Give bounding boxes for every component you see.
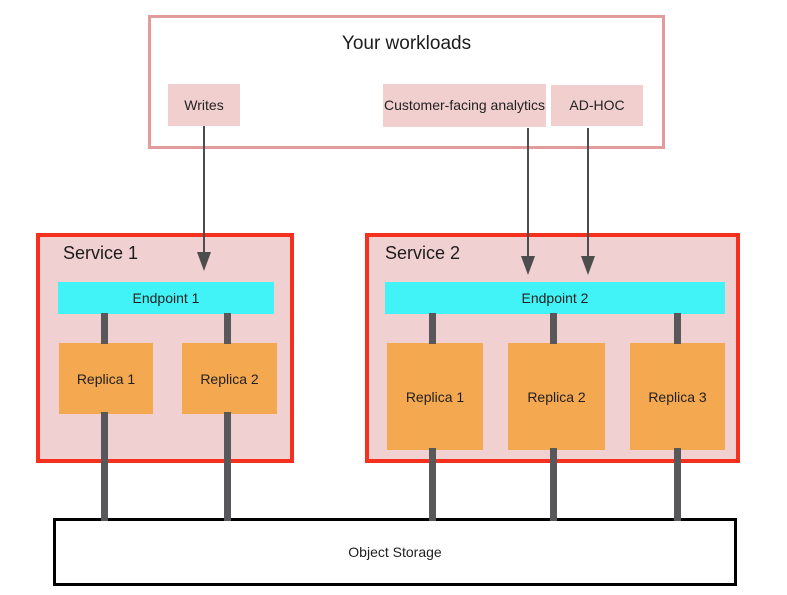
service-2-endpoint-label: Endpoint 2 (521, 290, 589, 306)
connector-s1-replica1-storage (101, 412, 108, 521)
service-1-endpoint: Endpoint 1 (58, 282, 274, 314)
connector-s2-replica3-storage (674, 448, 681, 521)
connector-s1-endpoint-replica1 (101, 313, 108, 344)
service-1-replica-2-label: Replica 2 (200, 370, 259, 387)
connector-s2-replica2-storage (550, 448, 557, 521)
object-storage-label: Object Storage (348, 544, 442, 560)
workload-chip-writes: Writes (168, 84, 240, 126)
your-workloads-title: Your workloads (341, 33, 472, 54)
workload-chip-ad-hoc: AD-HOC (551, 85, 643, 126)
workload-chip-customer-facing-analytics-label: Customer-facing analytics (383, 97, 546, 113)
connector-s2-endpoint-replica2 (550, 313, 557, 344)
service-2-endpoint: Endpoint 2 (385, 282, 725, 314)
connector-s2-endpoint-replica1 (429, 313, 436, 344)
service-1-replica-2: Replica 2 (182, 343, 277, 414)
connector-s1-replica2-storage (224, 412, 231, 521)
service-2-label: Service 2 (385, 243, 461, 263)
connector-s1-endpoint-replica2 (224, 313, 231, 344)
service-2-replica-3-label: Replica 3 (648, 388, 707, 405)
service-2-replica-2: Replica 2 (508, 343, 605, 450)
workload-chip-customer-facing-analytics: Customer-facing analytics (383, 84, 546, 127)
service-1-label: Service 1 (63, 243, 139, 263)
service-2-replica-3: Replica 3 (630, 343, 725, 450)
connector-s2-endpoint-replica3 (674, 313, 681, 344)
connector-s2-replica1-storage (429, 448, 436, 521)
workload-chip-writes-label: Writes (184, 96, 224, 113)
service-2-replica-1-label: Replica 1 (405, 388, 465, 405)
object-storage-box: Object Storage (53, 518, 737, 586)
service-2-replica-1: Replica 1 (387, 343, 483, 450)
service-1-replica-1-label: Replica 1 (76, 370, 136, 387)
workload-chip-ad-hoc-label: AD-HOC (569, 97, 625, 113)
service-1-replica-1: Replica 1 (59, 343, 153, 414)
service-2-replica-2-label: Replica 2 (527, 388, 586, 405)
service-1-endpoint-label: Endpoint 1 (132, 290, 200, 306)
